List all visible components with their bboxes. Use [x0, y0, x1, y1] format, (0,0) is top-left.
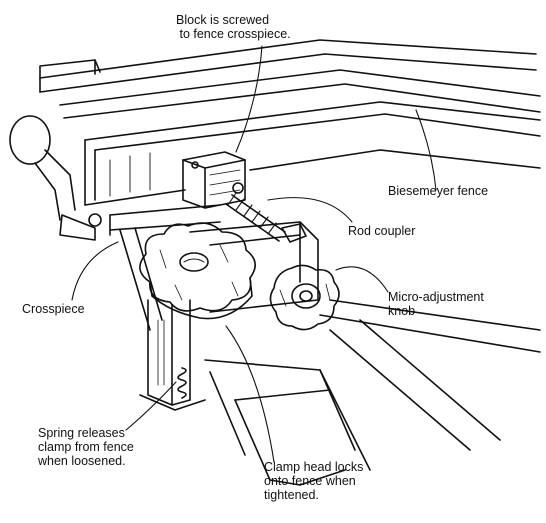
label-crosspiece: Crosspiece	[22, 302, 85, 316]
label-biesemeyer-fence: Biesemeyer fence	[388, 184, 489, 198]
rod-coupler	[281, 223, 307, 243]
leader-lines	[71, 45, 437, 463]
threaded-rod	[225, 192, 286, 242]
label-micro-adjustment-knob: Micro-adjustment knob	[388, 290, 484, 318]
fence-handle	[9, 115, 102, 241]
label-block-screwed: Block is screwed to fence crosspiece.	[176, 13, 291, 41]
leader-micro-adjust	[335, 266, 389, 293]
clamp-knob	[139, 222, 256, 320]
leader-crosspiece	[71, 241, 119, 301]
label-rod-coupler: Rod coupler	[348, 224, 416, 238]
label-spring-releases: Spring releases clamp from fence when lo…	[38, 426, 134, 468]
micro-adjustment-knob	[269, 264, 340, 331]
clamp-body	[139, 221, 371, 486]
leader-fence	[415, 109, 437, 191]
screwed-block	[182, 151, 246, 209]
leader-clamp-head	[225, 325, 275, 463]
leader-spring	[125, 381, 177, 431]
label-clamp-head: Clamp head locks onto fence when tighten…	[264, 460, 364, 502]
biesemeyer-fence	[39, 39, 541, 451]
leader-rod-coupler	[267, 197, 353, 223]
leader-block	[235, 45, 263, 153]
